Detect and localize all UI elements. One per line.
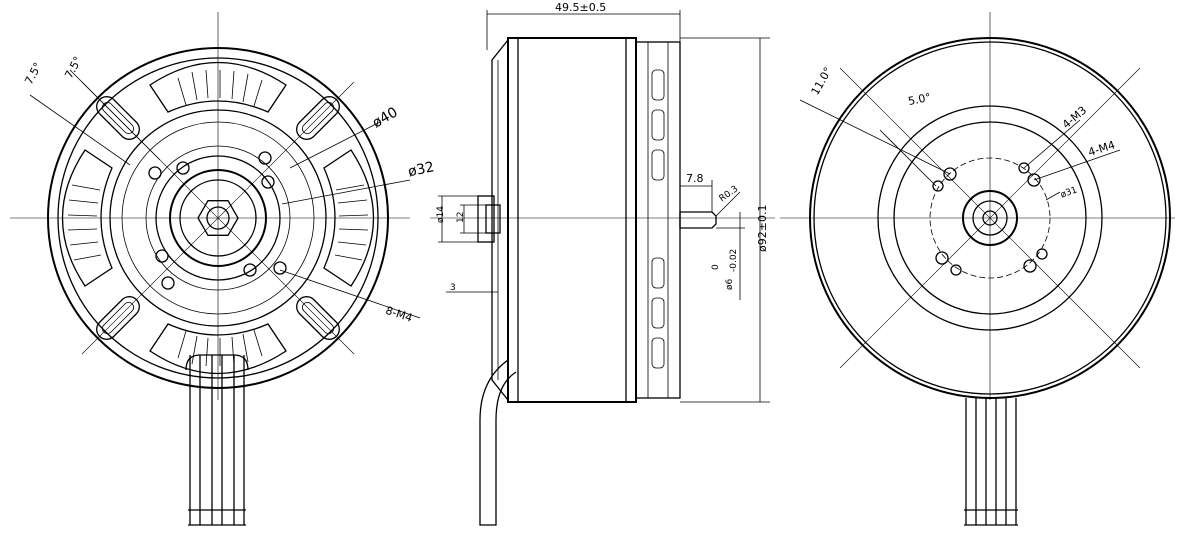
rear-m3-leader — [1023, 119, 1081, 169]
rear-m4-leader — [1033, 149, 1121, 181]
front-view: 7.5° 7.5° ø40 ø32 8-M4 — [10, 12, 436, 526]
rear-inner-circle — [893, 121, 1087, 315]
rear-angle-b-leader — [879, 129, 937, 187]
front-bolt-spec-label: 8-M4 — [384, 304, 414, 325]
rear-wire-bundle — [964, 398, 1018, 526]
front-shaft — [206, 206, 230, 230]
side-shaft-tip-tol-lower: -0.02 — [729, 249, 739, 272]
front-dia40-leader — [289, 121, 381, 169]
side-flange-thk-label: 3 — [450, 283, 456, 293]
front-dia32-leader — [281, 179, 411, 205]
front-hub — [169, 169, 267, 267]
rear-angle-a-leader — [799, 99, 951, 175]
front-bolt-circle-outer — [155, 155, 281, 281]
front-angle-a-leader — [29, 94, 131, 166]
rear-pcd-label: ø31 — [1059, 185, 1078, 200]
front-dia32-label: ø32 — [407, 159, 436, 180]
rear-angle-b-label: 5.0° — [907, 91, 932, 108]
rear-outer-rim — [809, 37, 1171, 399]
side-body — [507, 37, 637, 403]
front-angle-b-label: 7.5° — [62, 54, 84, 80]
side-shaft-len-label: 7.8 — [686, 172, 704, 185]
side-view: 49.5±0.5 ø14 — [430, 1, 775, 526]
front-angle-b-leader — [69, 69, 161, 161]
front-bolt-holes — [148, 151, 287, 290]
side-fillet-label: R0.3 — [718, 184, 741, 204]
side-shaft-dia-label: ø14 — [436, 206, 446, 223]
rear-pcd-leader — [1045, 191, 1061, 201]
rear-diagonal-b — [839, 67, 1141, 369]
front-vent-right — [323, 149, 375, 287]
rear-shaft — [982, 210, 998, 226]
rear-m3-label: 4-M3 — [1060, 104, 1089, 132]
front-dia40-label: ø40 — [370, 104, 401, 131]
rear-outer-rim-inner — [813, 41, 1167, 395]
rear-angle-a-label: 11.0° — [809, 65, 835, 97]
side-rear-cap — [635, 41, 681, 399]
front-diagonal-centerline-b — [81, 81, 355, 355]
rear-hub — [962, 190, 1018, 246]
front-bolt-circle — [145, 145, 291, 291]
front-outer-rim — [47, 47, 389, 389]
rear-pcd-circle — [929, 157, 1051, 279]
rear-hub-inner — [972, 200, 1008, 236]
front-wire-bundle — [185, 354, 249, 526]
side-body-dia-label: ø92±0.1 — [756, 205, 769, 252]
front-hub-inner — [179, 179, 257, 257]
side-cable-bend — [479, 359, 517, 526]
front-vent-bottom — [149, 323, 287, 375]
side-shaft-tip-tol-upper: 0 — [711, 264, 721, 270]
front-web-ring — [121, 121, 315, 315]
front-web-ring-outer — [109, 109, 327, 327]
front-rim-inner — [57, 57, 379, 379]
front-angle-a-label: 7.5° — [22, 60, 44, 86]
side-shaft-tip-label: ø6 — [725, 278, 735, 290]
front-vent-top — [149, 61, 287, 113]
rear-view: 11.0° 5.0° 4-M3 4-M4 ø31 — [780, 12, 1175, 526]
rear-mid-circle — [877, 105, 1103, 331]
front-bolt-leader — [279, 269, 421, 319]
side-rear-vents — [651, 69, 665, 369]
side-length-label: 49.5±0.5 — [555, 1, 606, 14]
side-shaft-step-label: 12 — [456, 212, 466, 223]
rear-mount-holes — [932, 162, 1048, 276]
side-shaft-left-flange — [477, 195, 495, 243]
side-shaft-right — [679, 211, 717, 229]
front-hex-nut — [197, 200, 239, 236]
front-vent-left — [61, 149, 113, 287]
side-shaft-left — [485, 204, 501, 234]
